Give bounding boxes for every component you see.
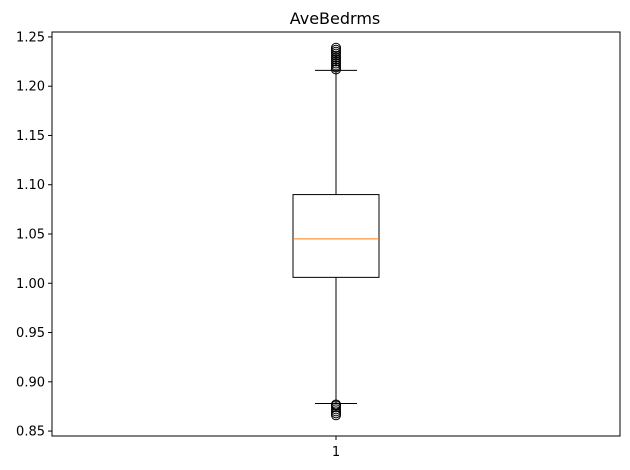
y-tick-label: 1.10 — [16, 178, 45, 193]
outlier-point — [331, 42, 341, 53]
outlier-point — [331, 399, 341, 410]
y-tick-label: 1.25 — [16, 30, 45, 45]
y-tick-label: 0.90 — [16, 375, 45, 390]
y-tick-label: 1.15 — [16, 129, 45, 144]
iqr-box — [292, 194, 380, 278]
y-tick-label: 0.95 — [16, 326, 45, 341]
y-tick-label: 1.05 — [16, 228, 45, 243]
x-axis: 1 — [332, 436, 340, 460]
box-series — [292, 42, 380, 421]
y-axis: 0.85 0.90 0.95 1.00 1.05 1.10 1.15 1.20 1.25 — [16, 30, 52, 440]
chart-title: AveBedrms — [290, 9, 381, 28]
y-tick-label: 1.00 — [16, 277, 45, 292]
y-tick-label: 1.20 — [16, 80, 45, 95]
y-tick-label: 0.85 — [16, 425, 45, 440]
x-tick-label: 1 — [332, 445, 340, 460]
